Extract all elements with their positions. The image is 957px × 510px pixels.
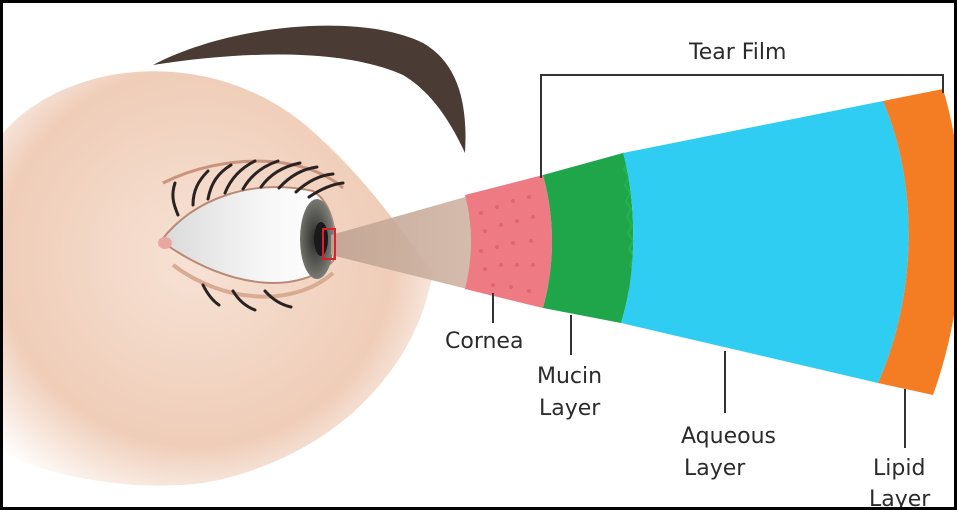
cornea-layer: [465, 175, 552, 308]
tear-film-label: Tear Film: [688, 40, 786, 65]
lipid-label-line1: Lipid: [873, 456, 925, 481]
tear-film-layers: [465, 89, 957, 395]
aqueous-layer: [621, 101, 909, 383]
face-skin: [3, 71, 433, 485]
tear-duct: [158, 237, 172, 249]
aqueous-label-line1: Aqueous: [681, 424, 776, 449]
lipid-label-line2: Layer: [869, 487, 931, 510]
pupil: [314, 222, 328, 256]
cornea-label: Cornea: [445, 329, 523, 354]
tear-film-diagram: Tear Film Cornea Mucin Layer Aqueous Lay…: [3, 3, 957, 510]
mucin-label-line1: Mucin: [537, 364, 602, 389]
mucin-layer: [543, 153, 633, 323]
aqueous-label-line2: Layer: [684, 456, 746, 481]
mucin-label-line2: Layer: [539, 396, 601, 421]
